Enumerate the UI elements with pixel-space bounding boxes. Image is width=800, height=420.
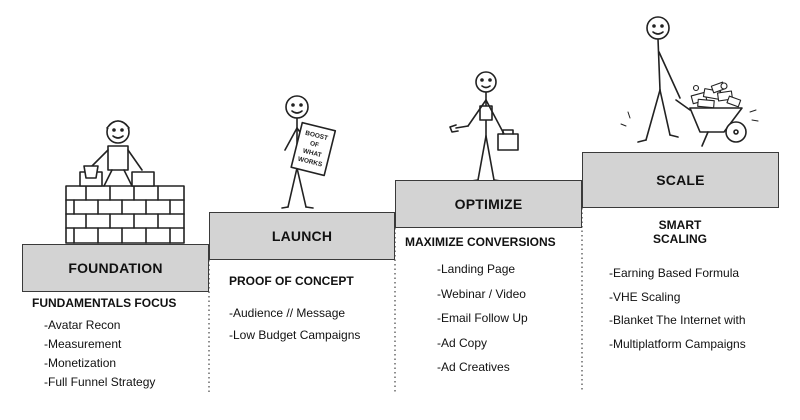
list-item: -Ad Creatives [437, 360, 510, 374]
list-item: -Low Budget Campaigns [229, 328, 361, 342]
list-item: -Audience // Message [229, 306, 346, 320]
list-item: -Full Funnel Strategy [44, 375, 156, 389]
launch-list: -Audience // Message -Low Budget Campaig… [229, 302, 360, 346]
optimize-heading: MAXIMIZE CONVERSIONS [405, 235, 556, 249]
step-optimize: OPTIMIZE [395, 180, 582, 228]
scale-heading: SMART SCALING [650, 218, 710, 246]
sign-line-3: WHAT [302, 148, 322, 159]
scale-heading-line-1: SMART [658, 218, 702, 232]
list-item: -Landing Page [437, 262, 516, 276]
list-item: -Webinar / Video [437, 286, 526, 301]
brick-wall-icon [65, 171, 185, 244]
scale-heading-line-2: SCALING [653, 232, 707, 246]
list-item: -Avatar Recon [44, 318, 121, 332]
list-item: -VHE Scaling [609, 289, 681, 304]
step-launch: LAUNCH [209, 212, 395, 260]
list-item: -Earning Based Formula [609, 266, 740, 280]
launch-heading: PROOF OF CONCEPT [229, 274, 354, 288]
foundation-heading: FUNDAMENTALS FOCUS [32, 296, 177, 310]
list-item: -Ad Copy [437, 335, 488, 350]
launch-figure-icon: BOOST OF WHAT WORKS [281, 95, 337, 209]
list-item: -Measurement [44, 337, 122, 351]
scale-figure-icon [620, 16, 759, 147]
optimize-list: -Landing Page -Webinar / Video -Email Fo… [437, 257, 528, 380]
list-item: -Email Follow Up [437, 311, 528, 325]
list-item: -Multiplatform Campaigns [609, 336, 746, 351]
scale-list: -Earning Based Formula -VHE Scaling -Bla… [609, 262, 746, 356]
list-item: -Monetization [44, 356, 117, 370]
builder-figure-icon [83, 120, 143, 187]
foundation-list: -Avatar Recon -Measurement -Monetization… [44, 316, 155, 392]
list-item: -Blanket The Internet with [609, 313, 746, 327]
sign-line-2: OF [309, 140, 319, 149]
optimize-figure-icon [449, 71, 519, 182]
step-scale: SCALE [582, 152, 779, 208]
step-foundation: FOUNDATION [22, 244, 209, 292]
